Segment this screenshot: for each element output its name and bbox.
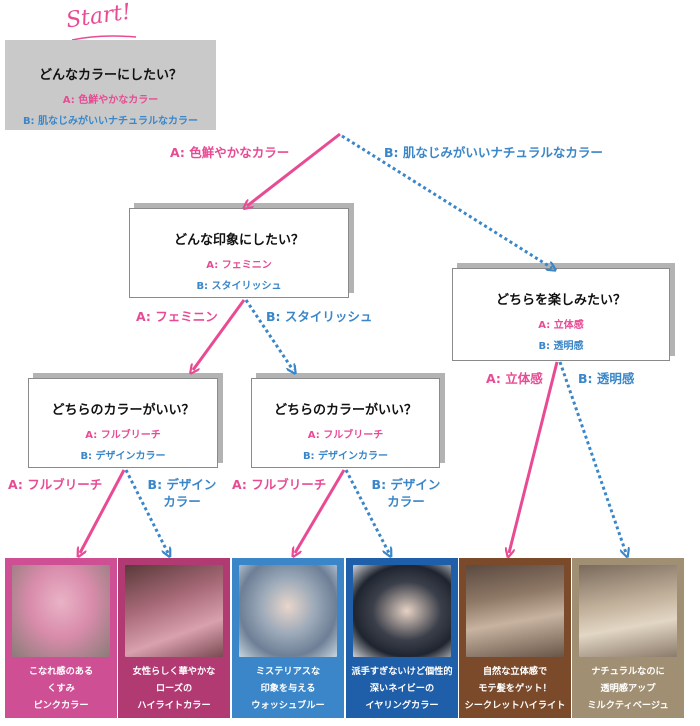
question-5-option-b: B: デザインカラー <box>302 451 389 462</box>
branch-label-q5-b-line2: カラー <box>387 494 425 509</box>
wash-blue-hair-photo <box>239 565 337 657</box>
result-card-navy-earring: 派手すぎないけど個性的 深いネイビーの イヤリングカラー <box>346 558 458 718</box>
branch-label-q2-a: A: フェミニン <box>136 309 218 324</box>
result-milk-tea-line2: 透明感アップ <box>600 683 656 694</box>
rose-highlight-hair-photo <box>125 565 223 657</box>
secret-highlight-hair-photo <box>466 565 564 657</box>
question-2-text: どんな印象にしたい？ <box>173 233 304 248</box>
question-box-3: どちらを楽しみたい？ A: 立体感 B: 透明感 <box>452 268 670 361</box>
question-1-option-b: B: 肌なじみがいいナチュラルなカラー <box>22 116 199 127</box>
branch-label-q5-b-line1: B: デザイン <box>371 477 441 492</box>
result-milk-tea-line1: ナチュラルなのに <box>591 666 665 677</box>
arrow-q2-a <box>193 299 246 370</box>
result-wash-blue-line3: ウォッシュブルー <box>251 700 325 711</box>
branch-label-q5-a: A: フルブリーチ <box>232 477 327 492</box>
result-rose-line1: 女性らしく華やかな <box>132 666 216 677</box>
branch-label-q4-b-line2: カラー <box>163 494 201 509</box>
result-secret-line2: モテ髪をゲット！ <box>478 683 552 694</box>
result-card-rose-highlight: 女性らしく華やかな ローズの ハイライトカラー <box>118 558 230 718</box>
question-box-1: どんなカラーにしたい？ A: 色鮮やかなカラー B: 肌なじみがいいナチュラルな… <box>5 40 216 130</box>
question-4-option-a: A: フルブリーチ <box>85 430 161 441</box>
arrow-q5-a <box>295 469 346 553</box>
arrow-q1-b <box>341 134 552 268</box>
question-4-text: どちらのカラーがいい？ <box>51 403 195 418</box>
question-4-option-b: B: デザインカラー <box>80 451 166 462</box>
navy-earring-hair-photo <box>353 565 451 657</box>
question-5-option-a: A: フルブリーチ <box>307 430 384 441</box>
pink-hair-photo <box>12 565 110 657</box>
branch-label-q3-b: B: 透明感 <box>578 371 635 386</box>
result-secret-line3: シークレットハイライト <box>464 700 566 711</box>
result-milk-tea-line3: ミルクティベージュ <box>587 700 669 711</box>
start-swash <box>71 35 137 41</box>
result-card-pink: こなれ感のある くすみ ピンクカラー <box>5 558 117 718</box>
result-wash-blue-line1: ミステリアスな <box>255 666 321 677</box>
arrow-q3-b <box>558 361 626 553</box>
result-rose-line2: ローズの <box>155 683 193 694</box>
result-card-wash-blue: ミステリアスな 印象を与える ウォッシュブルー <box>232 558 344 718</box>
result-rose-line3: ハイライトカラー <box>137 700 211 711</box>
result-wash-blue-line2: 印象を与える <box>260 683 316 694</box>
result-secret-line1: 自然な立体感で <box>482 666 548 677</box>
question-box-5: どちらのカラーがいい？ A: フルブリーチ B: デザインカラー <box>251 378 440 468</box>
question-1-option-a: A: 色鮮やかなカラー <box>62 95 159 106</box>
result-navy-line1: 派手すぎないけど個性的 <box>351 666 453 677</box>
arrow-q4-a <box>80 469 126 553</box>
question-3-text: どちらを楽しみたい？ <box>495 293 626 308</box>
arrow-q3-a <box>509 361 559 553</box>
question-box-2: どんな印象にしたい？ A: フェミニン B: スタイリッシュ <box>129 208 349 298</box>
result-card-milk-tea-beige: ナチュラルなのに 透明感アップ ミルクティベージュ <box>572 558 684 718</box>
question-3-option-b: B: 透明感 <box>538 341 584 352</box>
result-pink-line1: こなれ感のある <box>28 666 94 677</box>
question-2-option-a: A: フェミニン <box>206 260 272 271</box>
branch-label-q4-b: B: デザイン カラー <box>142 476 222 510</box>
result-pink-line3: ピンクカラー <box>33 700 89 711</box>
question-box-4: どちらのカラーがいい？ A: フルブリーチ B: デザインカラー <box>28 378 218 468</box>
question-3-option-a: A: 立体感 <box>538 320 584 331</box>
arrow-q1-a <box>247 132 341 206</box>
branch-label-q5-b: B: デザイン カラー <box>366 476 446 510</box>
branch-label-q3-a: A: 立体感 <box>486 371 543 386</box>
result-navy-line3: イヤリングカラー <box>365 700 439 711</box>
branch-label-q2-b: B: スタイリッシュ <box>266 309 373 324</box>
result-pink-line2: くすみ <box>47 683 75 694</box>
result-card-secret-highlight: 自然な立体感で モテ髪をゲット！ シークレットハイライト <box>459 558 571 718</box>
branch-label-q4-a: A: フルブリーチ <box>8 477 103 492</box>
question-1-text: どんなカラーにしたい？ <box>38 68 182 83</box>
branch-label-q1-b: B: 肌なじみがいいナチュラルなカラー <box>384 145 603 160</box>
result-navy-line2: 深いネイビーの <box>369 683 435 694</box>
milk-tea-beige-hair-photo <box>579 565 677 657</box>
arrow-q2-b <box>244 299 293 370</box>
question-5-text: どちらのカラーがいい？ <box>273 403 417 418</box>
branch-label-q4-b-line1: B: デザイン <box>147 477 217 492</box>
question-2-option-b: B: スタイリッシュ <box>196 281 282 292</box>
branch-label-q1-a: A: 色鮮やかなカラー <box>170 145 290 160</box>
